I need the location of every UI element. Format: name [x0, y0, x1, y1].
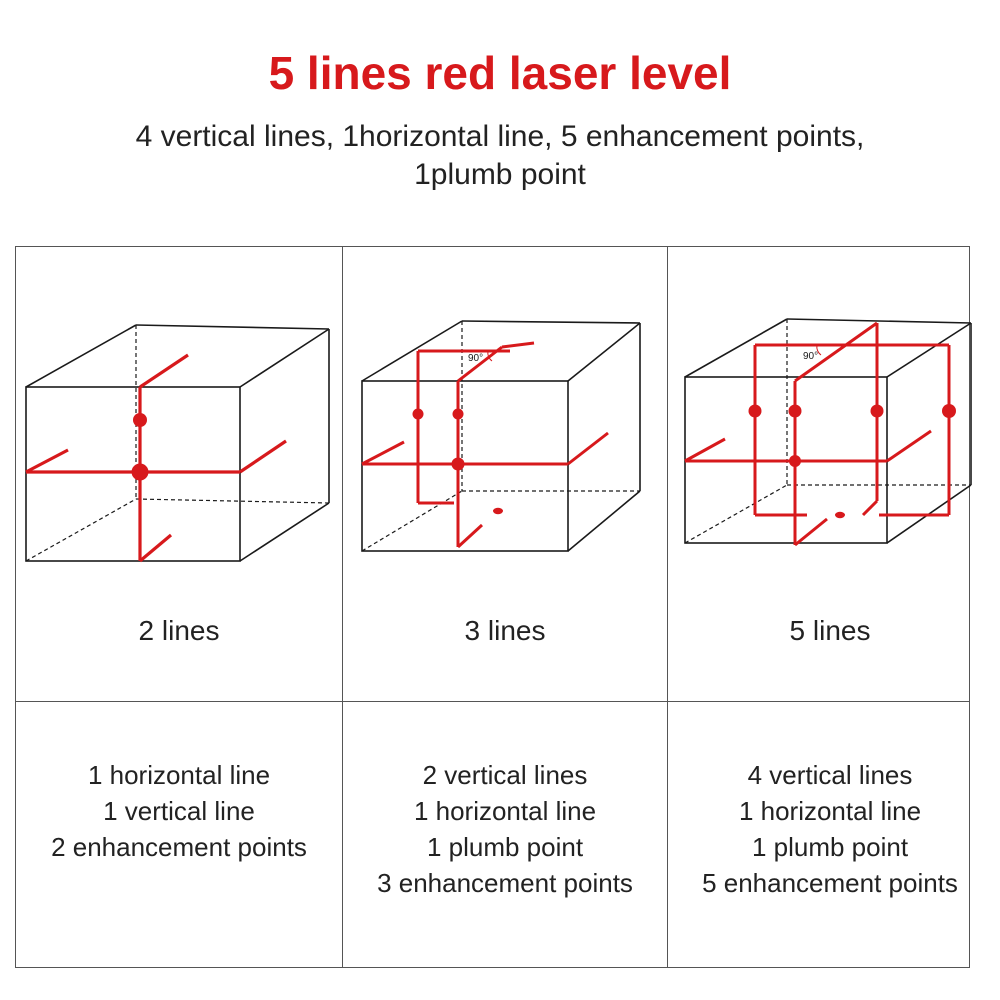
laser-horizontal-line: [239, 439, 287, 474]
feature-item: 2 vertical lines: [422, 760, 588, 790]
grid-divider-2: [667, 247, 668, 967]
laser-vertical-line: [456, 523, 484, 549]
cube-edge: [684, 318, 788, 378]
enhancement-point: [789, 455, 801, 467]
laser-horizontal-line: [886, 429, 932, 463]
angle-mark-label: 90°: [468, 353, 483, 364]
subtitle-line-1: 4 vertical lines, 1horizontal line, 5 en…: [135, 120, 865, 153]
cube-edge: [886, 322, 972, 378]
cube-edge: [239, 502, 330, 562]
enhancement-point: [412, 408, 424, 420]
feature-item: 1 horizontal line: [738, 796, 922, 826]
feature-list-2-lines: 1 horizontal line 1 vertical line 2 enha…: [16, 757, 342, 865]
laser-horizontal-line: [25, 448, 69, 474]
page-title: 5 lines red laser level: [268, 47, 732, 99]
cube-hidden-edge: [25, 498, 137, 562]
subtitle-line-2: 1plumb point: [414, 158, 586, 191]
feature-item: 1 horizontal line: [87, 760, 271, 790]
angle-arc: [816, 344, 822, 356]
grid-divider-horizontal: [16, 701, 969, 702]
feature-item: 1 plumb point: [426, 832, 584, 862]
feature-list-5-lines: 4 vertical lines 1 horizontal line 1 plu…: [667, 757, 993, 901]
cube-diagram-2-lines: [25, 324, 330, 563]
laser-vertical-line: [501, 341, 535, 349]
mode-label-3-lines: 3 lines: [464, 615, 546, 646]
cube-front-face: [361, 380, 569, 552]
enhancement-point: [451, 457, 465, 471]
cube-hidden-edge: [684, 484, 788, 544]
feature-item: 3 enhancement points: [377, 868, 633, 898]
cube-front-face: [25, 386, 241, 562]
cube-diagram-3-lines: 90°: [361, 320, 641, 552]
laser-vertical-line: [138, 533, 173, 563]
feature-item: 2 enhancement points: [51, 832, 307, 862]
feature-item: 5 enhancement points: [702, 868, 958, 898]
feature-item: 1 vertical line: [103, 796, 255, 826]
cube-edge: [786, 318, 972, 324]
cube-edge: [361, 320, 463, 382]
enhancement-point: [133, 413, 147, 427]
laser-vertical-line: [139, 353, 189, 389]
page-subtitle: 4 vertical lines, 1horizontal line, 5 en…: [60, 118, 940, 194]
plumb-point: [493, 507, 503, 515]
enhancement-point: [748, 404, 762, 418]
cube-diagram-5-lines: 90°: [684, 318, 972, 547]
feature-item: 1 horizontal line: [413, 796, 597, 826]
cube-edge: [567, 490, 641, 552]
laser-vertical-line: [457, 345, 503, 383]
cube-hidden-edge: [361, 490, 463, 552]
enhancement-point: [788, 404, 802, 418]
enhancement-point: [452, 408, 464, 420]
enhancement-point: [942, 404, 956, 418]
feature-item: 4 vertical lines: [747, 760, 913, 790]
cube-edge: [461, 320, 641, 324]
laser-vertical-line: [861, 499, 879, 517]
comparison-grid: 90°: [15, 246, 972, 968]
cube-edge: [135, 324, 330, 330]
cube-hidden-edge: [135, 498, 330, 504]
enhancement-point: [131, 463, 149, 481]
cube-edge: [239, 328, 330, 388]
laser-vertical-line: [794, 517, 828, 547]
laser-vertical-line: [794, 321, 878, 383]
angle-arc: [487, 350, 493, 362]
feature-list-3-lines: 2 vertical lines 1 horizontal line 1 plu…: [342, 757, 668, 901]
plumb-point: [835, 511, 845, 519]
laser-horizontal-line: [361, 440, 405, 466]
grid-divider-1: [342, 247, 343, 967]
mode-label-5-lines: 5 lines: [789, 615, 871, 646]
laser-horizontal-line: [684, 437, 726, 463]
cube-edge: [25, 324, 137, 388]
angle-mark-label: 90°: [803, 351, 818, 362]
mode-label-2-lines: 2 lines: [138, 615, 220, 646]
enhancement-point: [870, 404, 884, 418]
laser-horizontal-line: [567, 431, 609, 466]
feature-item: 1 plumb point: [751, 832, 909, 862]
cube-edge: [567, 322, 641, 382]
